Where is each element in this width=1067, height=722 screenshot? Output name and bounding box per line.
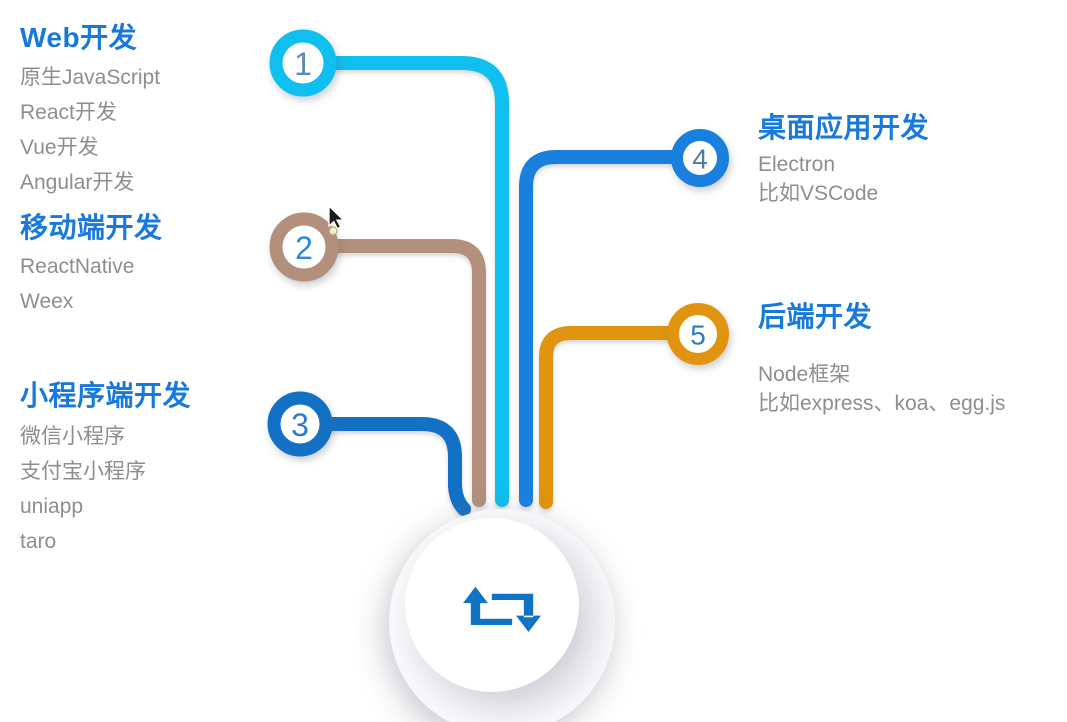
section-desktop-items: Electron 比如VSCode <box>758 150 1058 208</box>
section-web-title: Web开发 <box>20 22 138 53</box>
section-miniapp-title: 小程序端开发 <box>20 380 192 411</box>
numbered-nodes: 1 2 3 4 5 <box>267 29 729 457</box>
connector-lines <box>296 56 704 516</box>
section-desktop-title: 桌面应用开发 <box>758 112 930 143</box>
node-3-number: 3 <box>291 407 309 443</box>
section-mobile-title: 移动端开发 <box>20 212 163 243</box>
list-item: React开发 <box>20 101 117 124</box>
node-2-number: 2 <box>295 230 313 266</box>
section-web: Web开发 <box>20 22 300 54</box>
connector-line-3 <box>296 417 471 516</box>
list-item: 微信小程序 <box>20 425 125 448</box>
section-mobile: 移动端开发 <box>20 212 300 244</box>
list-item: Vue开发 <box>20 136 99 159</box>
node-4-circle <box>671 129 729 187</box>
list-item: taro <box>20 530 57 553</box>
node-1-number: 1 <box>294 46 312 82</box>
section-backend-items: Node框架 比如express、koa、egg.js <box>758 360 1067 418</box>
connector-line-1 <box>299 56 509 507</box>
list-item: 比如express、koa、egg.js <box>758 392 1006 415</box>
node-1-circle <box>269 29 337 97</box>
section-miniapp: 小程序端开发 <box>20 380 300 412</box>
section-miniapp-items: 微信小程序 支付宝小程序 uniapp taro <box>20 419 300 559</box>
section-desktop: 桌面应用开发 <box>758 112 1058 144</box>
connector-line-5 <box>539 326 702 509</box>
list-item: Node框架 <box>758 363 851 386</box>
list-item: Angular开发 <box>20 171 135 194</box>
node-5-number: 5 <box>690 320 706 351</box>
connector-line-2 <box>300 239 486 507</box>
list-item: ReactNative <box>20 255 135 278</box>
list-item: 原生JavaScript <box>20 66 161 89</box>
section-backend: 后端开发 <box>758 301 1058 333</box>
list-item: 比如VSCode <box>758 182 879 205</box>
section-mobile-items: ReactNative Weex <box>20 249 300 319</box>
node-5-circle <box>667 303 729 365</box>
central-hub <box>389 509 615 722</box>
section-web-items: 原生JavaScript React开发 Vue开发 Angular开发 <box>20 60 300 200</box>
node-3-circle <box>267 391 333 457</box>
list-item: 支付宝小程序 <box>20 460 146 483</box>
connector-line-4 <box>519 150 704 507</box>
section-backend-title: 后端开发 <box>758 301 873 332</box>
repeat-icon <box>463 586 541 633</box>
node-4-number: 4 <box>692 144 708 175</box>
node-2-circle <box>269 212 339 282</box>
mouse-cursor-icon <box>328 204 345 236</box>
list-item: Weex <box>20 290 74 313</box>
list-item: Electron <box>758 153 836 176</box>
hub-inner-circle <box>405 518 579 692</box>
list-item: uniapp <box>20 495 84 518</box>
